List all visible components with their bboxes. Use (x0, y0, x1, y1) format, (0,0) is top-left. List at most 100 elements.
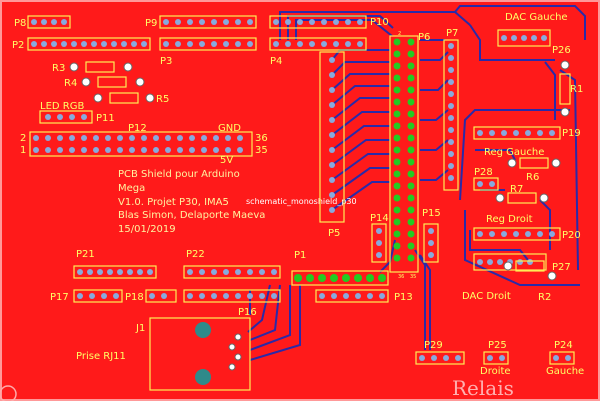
pin-pad (113, 293, 119, 299)
resistor-body (515, 260, 545, 272)
pin-pad (69, 114, 75, 120)
pin-pad (537, 231, 543, 237)
pin-pad (45, 147, 51, 153)
pin-pad (199, 19, 205, 25)
header-outline (315, 289, 389, 303)
header-p1: P1 (291, 250, 389, 286)
pin-pad (237, 147, 243, 153)
resistor-pad (539, 193, 549, 203)
pin-pad (333, 19, 339, 25)
pin-pad (407, 242, 415, 250)
pin-pad (61, 41, 67, 47)
pin-pad (329, 132, 335, 138)
trace (475, 149, 516, 161)
pin-pad (489, 231, 495, 237)
header-p28: P28 (473, 167, 499, 191)
rj11-mount-hole (195, 322, 211, 338)
header-outline (269, 37, 367, 51)
trace (544, 61, 556, 120)
pin-pad (201, 135, 207, 141)
resistor-r5: R5 (93, 92, 169, 105)
resistor-r1: R1 (559, 60, 583, 117)
pin-pad (407, 230, 415, 238)
note-line: V1.0. Projet P30, IMA5 (118, 197, 229, 208)
pin-pad (393, 146, 401, 154)
header-p18 (145, 289, 177, 303)
pin-pad (393, 38, 401, 46)
label-r2: R2 (538, 292, 551, 303)
schematic-label: schematic_monoshield_p30 (246, 197, 357, 206)
p10-pins (273, 19, 363, 25)
pin-pad (187, 19, 193, 25)
header-p17: P17 P18 (50, 289, 144, 303)
pin-pad (247, 19, 253, 25)
header-p2: P2 (12, 37, 151, 51)
p9-pins (163, 19, 253, 25)
pin-pad (228, 363, 236, 371)
label-p19: P19 (562, 128, 581, 139)
header-outline (389, 35, 419, 273)
header-p14: P14 (370, 213, 389, 263)
label-p29: P29 (424, 340, 443, 351)
pin-pad (211, 269, 217, 275)
pin-pad (330, 274, 338, 282)
pin-pad (127, 269, 133, 275)
header-p21: P21 (73, 249, 157, 279)
pin-pad (177, 147, 183, 153)
pin-pad (407, 62, 415, 70)
label-gnd: GND (218, 123, 241, 134)
pin-pad (45, 135, 51, 141)
pin-pad (407, 50, 415, 58)
pin-pad (101, 293, 107, 299)
pin-pad (285, 19, 291, 25)
label-pin1: 1 (20, 145, 26, 156)
dac-droit-p27: P27 DAC Droit R2 (462, 253, 571, 303)
label-relais: Relais (452, 376, 514, 400)
trace (331, 125, 390, 151)
header-p12: P12 GND 2 1 36 35 5V (20, 123, 268, 166)
pin-pad (31, 41, 37, 47)
pin-pad (321, 41, 327, 47)
dac-gauche-p26: DAC Gauche P26 (497, 12, 571, 56)
header-outline (483, 351, 509, 365)
pin-pad (189, 147, 195, 153)
mounting-hole (0, 385, 17, 401)
pin-pad (237, 135, 243, 141)
p22-pins (187, 269, 277, 275)
note-line: Mega (118, 183, 145, 194)
pin-pad (393, 62, 401, 70)
pin-pad (501, 130, 507, 136)
pin-pad (81, 41, 87, 47)
label-dac-gauche: DAC Gauche (505, 12, 568, 23)
pin-pad (531, 35, 537, 41)
trace (464, 210, 580, 286)
pin-pad (501, 35, 507, 41)
pin-pad (141, 135, 147, 141)
pin-pad (407, 158, 415, 166)
pin-pad (319, 293, 325, 299)
pin-pad (448, 67, 454, 73)
pin-pad (499, 355, 505, 361)
pin-pad (393, 134, 401, 142)
pin-pad (81, 135, 87, 141)
pin-pad (407, 74, 415, 82)
pin-pad (259, 293, 265, 299)
trace (469, 24, 555, 61)
label-p8: P8 (14, 18, 26, 29)
pin-pad (329, 102, 335, 108)
resistor-pad (135, 77, 145, 87)
pin-pad (357, 41, 363, 47)
trace (419, 254, 431, 350)
pin-pad (448, 175, 454, 181)
label-p26: P26 (552, 45, 571, 56)
label-p4: P4 (270, 56, 282, 67)
trace (454, 5, 586, 40)
pin-pad (329, 117, 335, 123)
pin-pad (69, 135, 75, 141)
pin-pad (354, 274, 362, 282)
pin-pad (393, 194, 401, 202)
pin-pad (407, 182, 415, 190)
pin-pad (407, 98, 415, 106)
pin-pad (105, 147, 111, 153)
trace (249, 285, 291, 351)
